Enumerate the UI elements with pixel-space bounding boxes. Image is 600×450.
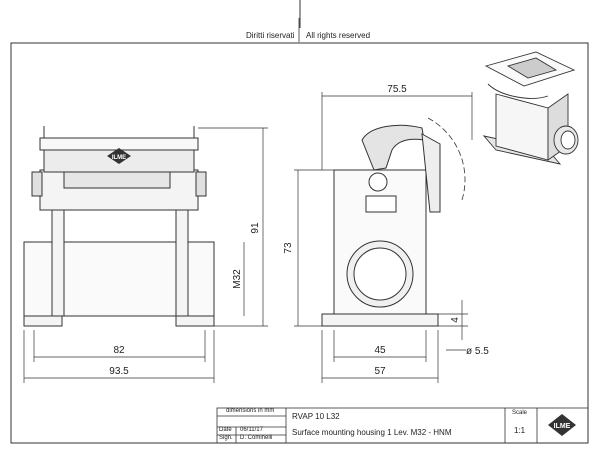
front-dimension-lines — [23, 127, 268, 383]
iso-lever — [487, 83, 549, 99]
side-dimension-lines — [294, 92, 473, 383]
front-base-left — [23, 315, 63, 327]
tb-dim-note: dimensions in mm — [226, 408, 275, 414]
dim-base-thickness: 4 — [450, 317, 461, 323]
tb-scale-label: Scale — [512, 410, 528, 416]
tb-description: Surface mounting housing 1 Lev. M32 - HN… — [292, 428, 452, 437]
tb-sign-label: Sign. — [219, 435, 233, 441]
side-view — [321, 124, 441, 327]
dim-base-inner: 45 — [374, 345, 386, 356]
front-lug-left — [31, 171, 43, 197]
tb-scale-value: 1:1 — [514, 426, 526, 435]
side-pivot — [368, 172, 388, 192]
front-post-right — [175, 204, 189, 317]
dim-hole-diameter: ø 5.5 — [466, 346, 489, 357]
title-logo: ILME — [548, 414, 576, 436]
rights-en-text: All rights reserved — [306, 31, 371, 40]
side-lever — [361, 124, 425, 171]
front-logo-text: ILME — [112, 155, 126, 161]
tb-date-label: Date — [219, 427, 232, 433]
rights-it-text: Diritti riservati — [246, 31, 295, 40]
front-logo: ILME — [107, 148, 131, 164]
title-block — [216, 407, 589, 444]
side-bracket — [365, 195, 397, 213]
side-base — [321, 313, 439, 327]
tb-date-value: 06/11/17 — [240, 427, 263, 433]
front-lug-right — [195, 171, 207, 197]
dim-top-width: 75.5 — [387, 84, 407, 95]
iso-entry-inner — [560, 130, 576, 150]
side-latch — [421, 133, 441, 213]
dim-base-outer: 57 — [374, 366, 386, 377]
front-base-right — [175, 315, 215, 327]
front-post-left — [51, 204, 65, 317]
dim-inner-width: 82 — [113, 345, 125, 356]
side-swing-arc — [427, 117, 466, 201]
dim-outer-width: 93.5 — [109, 366, 129, 377]
front-window — [63, 171, 171, 189]
title-logo-text: ILME — [554, 423, 571, 430]
side-entry-inner — [353, 247, 407, 301]
iso-top-opening — [506, 57, 558, 79]
dim-thread: M32 — [232, 269, 243, 289]
dim-height-total: 91 — [250, 222, 261, 234]
tb-part-code: RVAP 10 L32 — [292, 412, 340, 421]
iso-view — [482, 51, 579, 165]
dim-height-body: 73 — [283, 242, 294, 254]
tb-sign-value: D. Cominelli — [240, 435, 273, 441]
